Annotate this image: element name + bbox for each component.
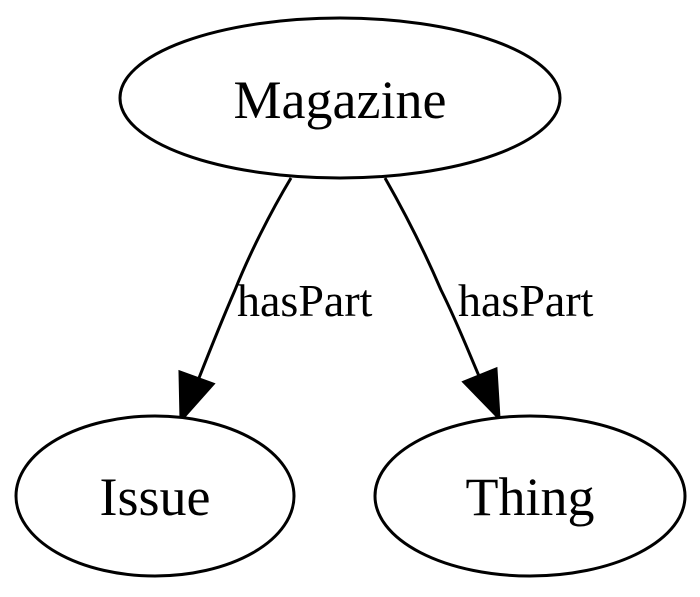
node-label-magazine: Magazine [234,70,447,130]
edge-label-magazine-issue: hasPart [237,275,373,326]
node-shape-magazine [118,16,562,180]
node-issue: Issue [14,414,296,578]
edge-magazine-thing: hasPart [383,177,594,422]
node-magazine: Magazine [118,16,562,180]
node-shape-issue [14,414,296,578]
node-shape-thing [373,414,687,578]
node-label-issue: Issue [100,467,211,527]
node-label-thing: Thing [466,467,595,527]
edge-line-magazine-issue [197,177,293,379]
edge-line-magazine-thing [383,177,481,377]
edge-magazine-issue: hasPart [178,177,373,424]
node-thing: Thing [373,414,687,578]
arrowhead-thing [461,366,501,422]
edge-label-magazine-thing: hasPart [458,275,594,326]
arrowhead-issue [178,369,216,424]
